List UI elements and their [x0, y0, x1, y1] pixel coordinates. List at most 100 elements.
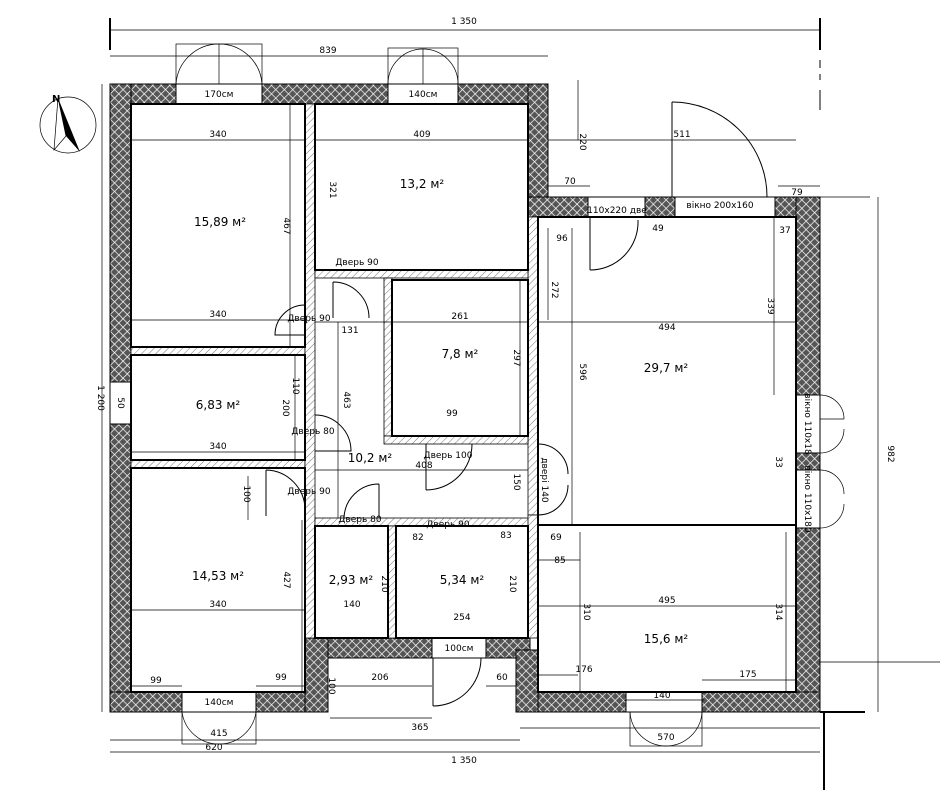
room-area-3: 7,8 м²: [442, 347, 479, 361]
room-area-6: 29,7 м²: [644, 361, 689, 375]
dim-49: 49: [652, 224, 664, 234]
room-area-1: 15,89 м²: [194, 215, 246, 229]
window-100-label: 100см: [445, 644, 474, 654]
dim-110: 110: [290, 377, 300, 394]
dim-365: 365: [411, 723, 428, 733]
dim-340-c: 340: [209, 442, 226, 452]
dim-left-1200: 1 200: [95, 385, 105, 411]
door-80-b: [343, 483, 380, 519]
door-90-low-label: Дверь 90: [287, 487, 330, 497]
door-90-mid: [274, 304, 306, 336]
dim-33: 33: [773, 456, 783, 467]
dim-60-a: 60: [496, 673, 508, 683]
room-outlines: [130, 103, 797, 693]
room-area-9: 5,34 м²: [440, 573, 485, 587]
dim-82: 82: [412, 533, 423, 543]
dim-408: 408: [415, 461, 432, 471]
dim-140-a: 140: [343, 600, 360, 610]
dim-620: 620: [205, 743, 222, 753]
window-140-top-label: 140см: [409, 90, 438, 100]
dim-427: 427: [281, 571, 291, 588]
dim-272: 272: [549, 281, 559, 298]
dim-340-a: 340: [209, 130, 226, 140]
dim-494: 494: [658, 323, 675, 333]
room-area-5: 10,2 м²: [348, 451, 393, 465]
north-arrow-icon: N: [39, 94, 97, 154]
dimension-labels: 1 350 839 1 350 620 415 365 570 1 200 98…: [95, 17, 895, 766]
dim-175: 175: [739, 670, 756, 680]
dim-839: 839: [319, 46, 336, 56]
dim-210-b: 210: [507, 575, 517, 592]
door-140-label: двері 140: [539, 457, 549, 503]
svg-text:N: N: [52, 94, 60, 105]
dim-37: 37: [779, 226, 790, 236]
dim-140-b: 140: [653, 691, 670, 701]
dim-467: 467: [281, 217, 291, 234]
room-area-2: 13,2 м²: [400, 177, 445, 191]
entrance-door: [671, 101, 768, 198]
dim-321: 321: [327, 181, 337, 198]
dim-79: 79: [791, 188, 803, 198]
dim-69: 69: [550, 533, 562, 543]
dim-409: 409: [413, 130, 430, 140]
door-110x220-label: 110x220 две: [587, 206, 647, 216]
dim-99-a: 99: [446, 409, 458, 419]
dim-339: 339: [765, 297, 775, 314]
room-area-8: 2,93 м²: [329, 573, 374, 587]
dim-150: 150: [511, 473, 521, 490]
bottom-left-double-door: [181, 711, 257, 745]
window-openings: [109, 83, 821, 713]
dim-340-b: 340: [209, 310, 226, 320]
door-80-hall: [314, 414, 352, 452]
window-170-label: 170см: [205, 90, 234, 100]
top-left-double-door: [175, 43, 263, 85]
dim-131: 131: [341, 326, 358, 336]
window-140-bottom-label: 140см: [205, 698, 234, 708]
dim-220: 220: [577, 133, 587, 150]
door-90-c-label: Дверь 90: [426, 520, 469, 530]
room-area-4: 6,83 м²: [196, 398, 241, 412]
window-110x180-a-label: вікно 110x18: [802, 393, 812, 455]
dim-596: 596: [577, 363, 587, 380]
dim-100-a: 100: [241, 485, 251, 502]
dim-overall-top: 1 350: [451, 17, 477, 27]
opening-labels: 170см 140см 140см 100см 110x220 две вікн…: [205, 90, 812, 708]
dim-340-d: 340: [209, 600, 226, 610]
bottom-right-double-door: [629, 711, 703, 747]
dim-297: 297: [511, 349, 521, 366]
dim-495: 495: [658, 596, 675, 606]
dim-261: 261: [451, 312, 468, 322]
dim-85: 85: [554, 556, 565, 566]
dim-254: 254: [453, 613, 470, 623]
door-140: [537, 443, 569, 516]
top-right-double-door: [387, 47, 459, 85]
door-90-top: [332, 281, 370, 319]
dimension-lines: [101, 18, 940, 790]
dim-overall-bottom: 1 350: [451, 756, 477, 766]
dim-206: 206: [371, 673, 388, 683]
dim-right-982: 982: [885, 445, 895, 462]
dim-314: 314: [773, 603, 783, 620]
porch-door: [432, 657, 482, 707]
door-90-top-label: Дверь 90: [335, 258, 378, 268]
right-casement-windows: [819, 394, 845, 529]
room-area-10: 15,6 м²: [644, 632, 689, 646]
door-100-label: Дверь 100: [424, 451, 473, 461]
room-areas: 15,89 м² 13,2 м² 7,8 м² 6,83 м² 10,2 м² …: [192, 177, 688, 646]
dim-415: 415: [210, 729, 227, 739]
dim-83: 83: [500, 531, 511, 541]
door-90-low: [265, 469, 306, 516]
doors: [175, 43, 845, 747]
dim-210-a: 210: [379, 575, 389, 592]
door-80-b-label: Дверь 80: [338, 515, 381, 525]
dim-99-b: 99: [150, 676, 162, 686]
door-100: [425, 443, 473, 491]
terrace-door: [589, 217, 639, 271]
dim-70: 70: [564, 177, 576, 187]
dim-99-c: 99: [275, 673, 287, 683]
dim-310: 310: [581, 603, 591, 620]
dim-463: 463: [341, 391, 351, 408]
door-80-label: Дверь 80: [291, 427, 334, 437]
interior-partitions: [130, 103, 539, 639]
